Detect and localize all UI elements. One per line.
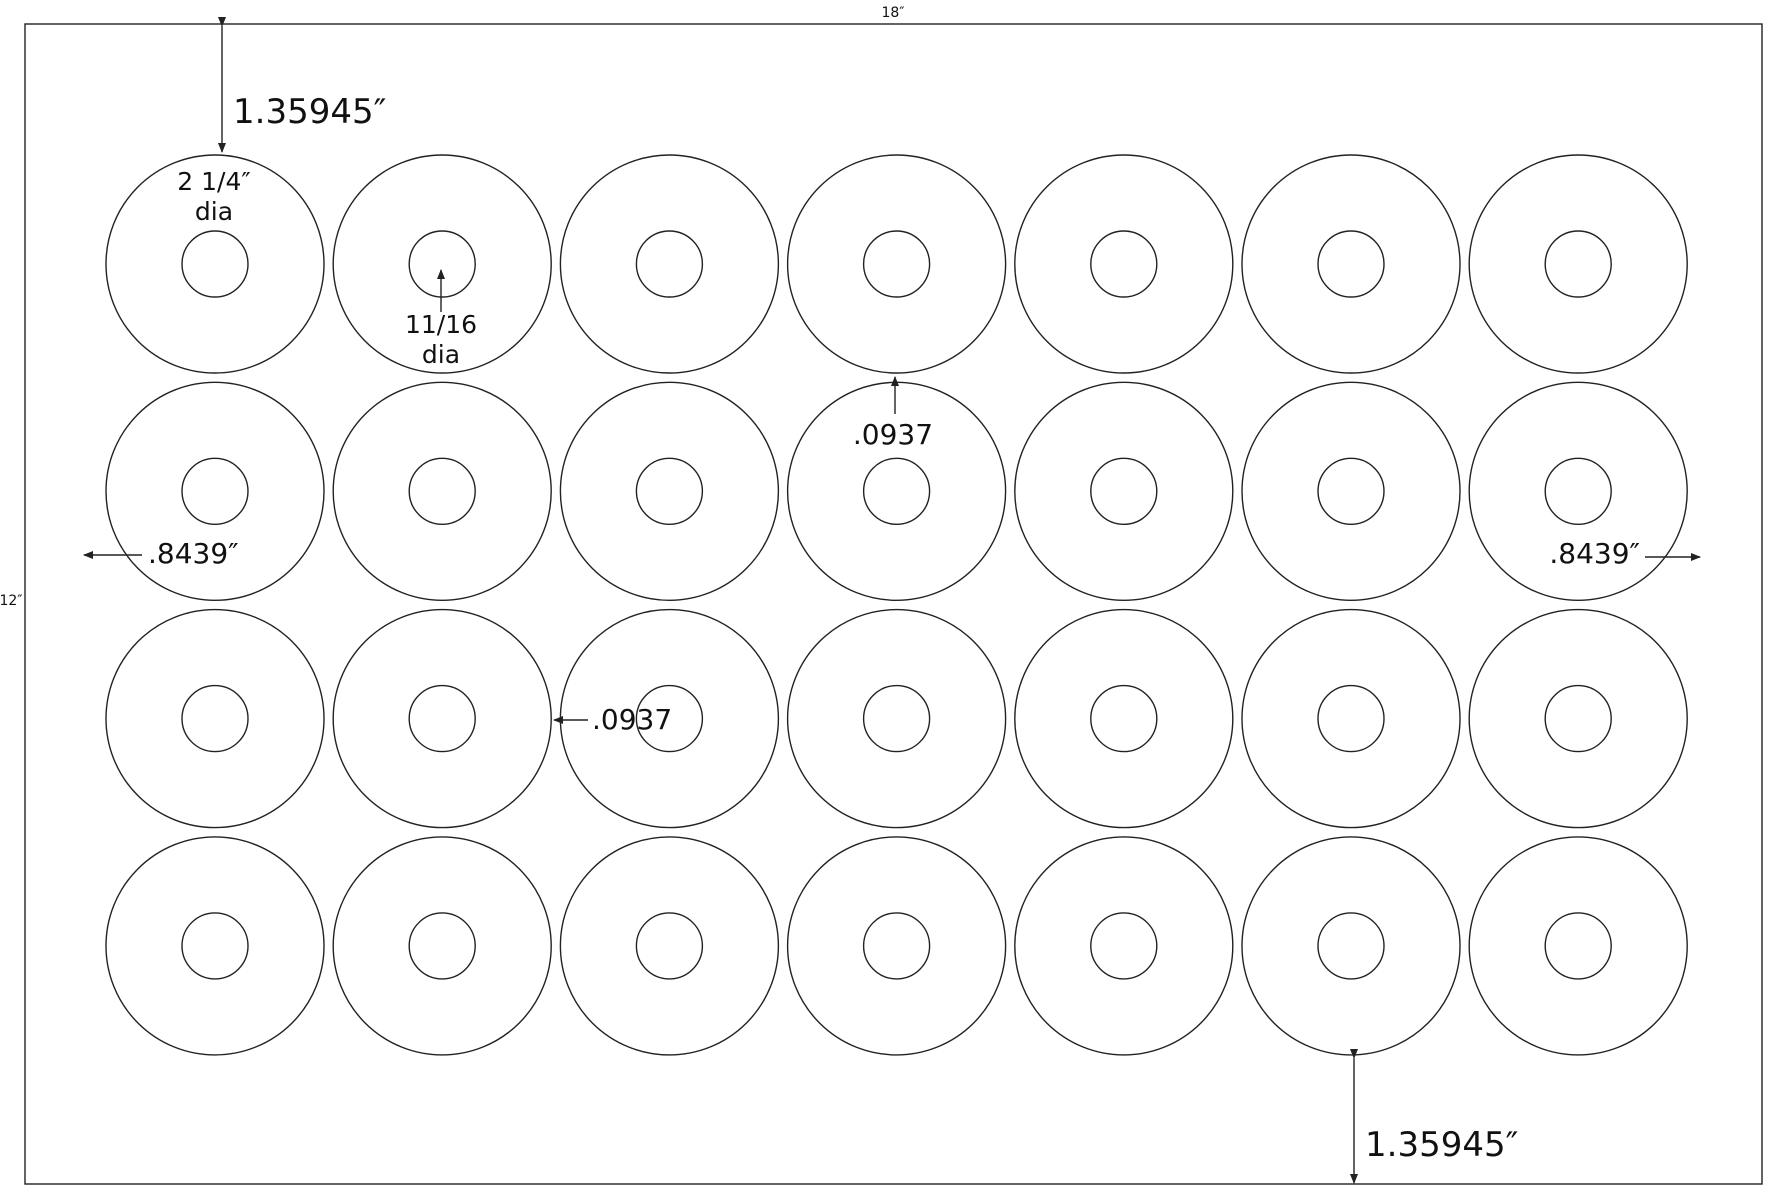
label-outer-circle — [559, 381, 780, 601]
label-center-hole — [408, 684, 476, 753]
label-4-4 — [786, 836, 1007, 1056]
label-4-6 — [1241, 836, 1461, 1056]
label-outer-circle — [332, 608, 552, 829]
right-margin-label: .8439″ — [1549, 537, 1640, 570]
label-outer-circle — [1241, 836, 1461, 1056]
label-outer-circle — [786, 381, 1007, 601]
label-outer-circle — [786, 608, 1007, 829]
label-outer-circle — [1241, 608, 1461, 829]
bottom-margin-label: 1.35945″ — [1365, 1125, 1518, 1165]
label-center-hole — [408, 912, 476, 980]
sheet-height-label: 12″ — [0, 593, 23, 609]
label-2-1 — [105, 381, 325, 601]
label-center-hole — [1544, 457, 1612, 525]
label-outer-circle — [332, 836, 552, 1056]
label-3-1 — [105, 608, 325, 829]
label-1-2 — [332, 154, 552, 374]
label-outer-circle — [1241, 154, 1461, 374]
label-outer-circle — [1468, 608, 1688, 829]
label-center-hole — [1317, 912, 1385, 980]
label-outer-circle — [1014, 381, 1234, 601]
label-outer-circle — [1468, 381, 1688, 601]
label-4-5 — [1014, 836, 1234, 1056]
label-center-hole — [1090, 457, 1158, 525]
label-outer-circle — [1468, 836, 1688, 1056]
label-center-hole — [1544, 912, 1612, 980]
label-center-hole — [1090, 684, 1158, 753]
label-4-3 — [559, 836, 780, 1056]
label-center-hole — [635, 684, 704, 753]
label-outer-circle — [1014, 608, 1234, 829]
label-outer-circle — [105, 381, 325, 601]
label-3-2 — [332, 608, 552, 829]
label-1-3 — [559, 154, 780, 374]
label-center-hole — [1317, 230, 1385, 298]
label-outer-circle — [1468, 154, 1688, 374]
label-center-hole — [181, 684, 249, 753]
label-center-hole — [408, 457, 476, 525]
label-center-hole — [635, 230, 704, 298]
left-margin-label: .8439″ — [148, 537, 239, 570]
vertical-gap-label: .0937 — [853, 418, 933, 451]
label-outer-circle — [786, 836, 1007, 1056]
label-center-hole — [408, 230, 476, 298]
label-center-hole — [1544, 684, 1612, 753]
label-center-hole — [1544, 230, 1612, 298]
sheet-width-label: 18″ — [881, 5, 904, 21]
label-1-5 — [1014, 154, 1234, 374]
label-outer-circle — [105, 154, 325, 374]
label-2-4 — [786, 381, 1007, 601]
label-3-5 — [1014, 608, 1234, 829]
label-outer-circle — [332, 381, 552, 601]
label-outer-circle — [1014, 836, 1234, 1056]
label-outer-circle — [105, 836, 325, 1056]
label-center-hole — [635, 912, 704, 980]
label-outer-circle — [105, 608, 325, 829]
label-center-hole — [862, 912, 931, 980]
label-outer-circle — [332, 154, 552, 374]
label-outer-circle — [559, 154, 780, 374]
label-outer-circle — [559, 836, 780, 1056]
label-1-6 — [1241, 154, 1461, 374]
label-center-hole — [181, 912, 249, 980]
top-margin-label: 1.35945″ — [233, 92, 386, 132]
label-1-1 — [105, 154, 325, 374]
label-outer-circle — [1014, 154, 1234, 374]
label-3-6 — [1241, 608, 1461, 829]
label-2-6 — [1241, 381, 1461, 601]
label-center-hole — [1090, 230, 1158, 298]
outer-dia-unit: dia — [195, 197, 233, 226]
inner-dia-unit: dia — [422, 340, 460, 369]
label-2-2 — [332, 381, 552, 601]
label-center-hole — [181, 457, 249, 525]
label-grid — [105, 154, 1688, 1056]
label-center-hole — [862, 457, 931, 525]
label-center-hole — [181, 230, 249, 298]
label-center-hole — [635, 457, 704, 525]
label-2-5 — [1014, 381, 1234, 601]
label-center-hole — [1317, 684, 1385, 753]
label-center-hole — [862, 230, 931, 298]
label-center-hole — [1317, 457, 1385, 525]
label-center-hole — [1090, 912, 1158, 980]
label-4-7 — [1468, 836, 1688, 1056]
inner-dia-value: 11/16 — [405, 310, 477, 339]
label-3-4 — [786, 608, 1007, 829]
label-4-1 — [105, 836, 325, 1056]
label-outer-circle — [786, 154, 1007, 374]
label-center-hole — [862, 684, 931, 753]
label-4-2 — [332, 836, 552, 1056]
label-2-7 — [1468, 381, 1688, 601]
label-1-7 — [1468, 154, 1688, 374]
outer-dia-value: 2 1/4″ — [177, 167, 250, 196]
label-3-7 — [1468, 608, 1688, 829]
horizontal-gap-label: .0937 — [592, 703, 672, 736]
label-1-4 — [786, 154, 1007, 374]
sheet-outline — [24, 23, 1763, 1185]
label-outer-circle — [1241, 381, 1461, 601]
label-2-3 — [559, 381, 780, 601]
